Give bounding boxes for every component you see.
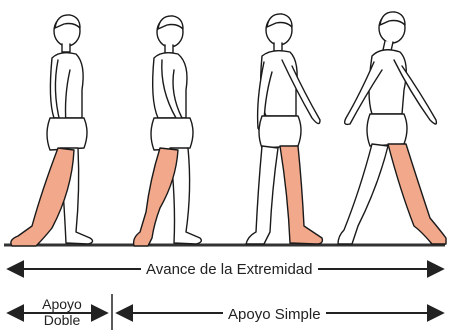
left-leg-highlight xyxy=(280,146,322,244)
neck xyxy=(165,45,173,53)
shorts xyxy=(259,116,301,148)
right-leg xyxy=(338,144,388,244)
avance-label: Avance de la Extremidad xyxy=(141,262,318,277)
neck xyxy=(62,44,70,52)
mid-swing-figure xyxy=(246,14,322,244)
shorts xyxy=(151,118,193,150)
apoyo-doble-line1: Apoyo xyxy=(28,296,96,312)
left-leg-highlight xyxy=(11,148,74,246)
shorts xyxy=(47,118,87,150)
left-leg-highlight xyxy=(134,148,178,246)
shorts xyxy=(367,114,407,146)
left-leg-highlight xyxy=(388,144,446,244)
early-swing-figure xyxy=(134,16,202,246)
apoyo-doble-label: Apoyo Doble xyxy=(28,296,96,328)
terminal-swing-figure xyxy=(338,12,446,244)
standing-figure xyxy=(11,15,93,246)
apoyo-simple-label: Apoyo Simple xyxy=(223,307,326,322)
apoyo-doble-line2: Doble xyxy=(28,312,96,328)
right-leg xyxy=(246,146,278,244)
neck xyxy=(274,43,282,51)
